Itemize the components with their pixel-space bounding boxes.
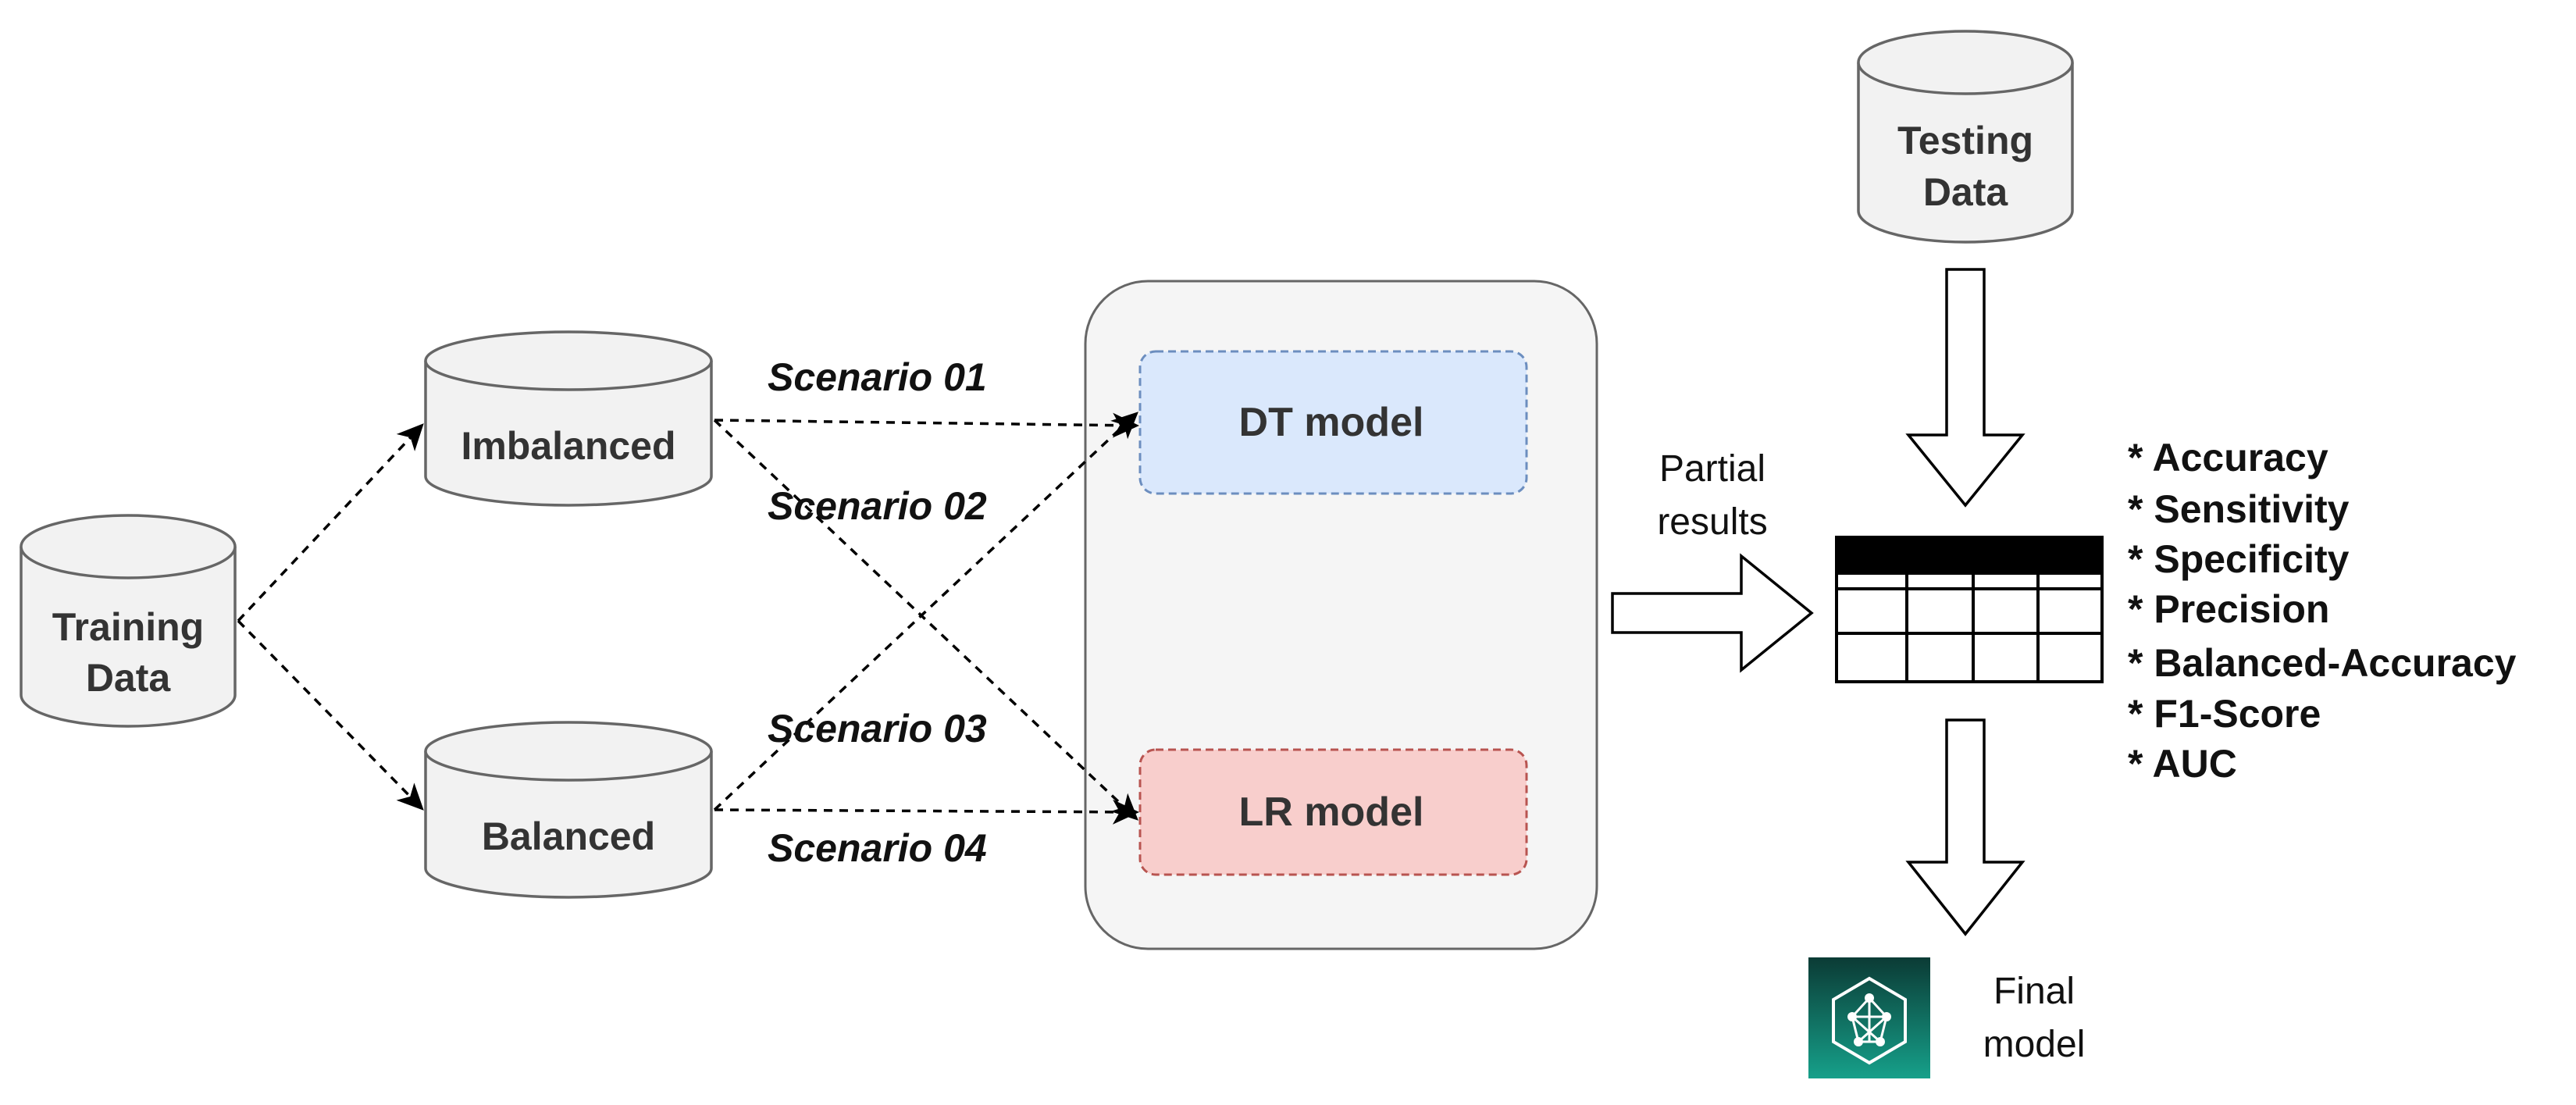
testing-data-label-line1: Testing [1897, 119, 2033, 162]
balanced-cylinder: Balanced [424, 721, 713, 899]
neural-network-hexagon-icon [1808, 957, 1930, 1078]
partial-results-line1: Partial [1659, 448, 1765, 490]
metric-item: * AUC [2128, 742, 2237, 786]
final-model-line1: Final [1993, 971, 2075, 1012]
testing-data-cylinder: Testing Data [1857, 30, 2074, 244]
testing-data-label-line2: Data [1923, 170, 2009, 214]
arrow-scenario-03 [713, 412, 1138, 811]
lr-model-label: LR model [1239, 790, 1424, 835]
arrow-scenario-04 [714, 799, 1139, 825]
scenario-04-label: Scenario 04 [768, 826, 987, 870]
metric-item: * Specificity [2128, 537, 2350, 581]
arrow-scenario-02 [713, 419, 1138, 821]
training-data-label-line1: Training [52, 605, 204, 649]
partial-results-line2: results [1657, 501, 1767, 543]
arrow-training-to-imbalanced [237, 423, 424, 622]
partial-results-arrow [1611, 553, 1814, 673]
final-model-line2: model [1983, 1024, 2086, 1065]
training-data-label-line2: Data [86, 656, 172, 700]
arrow-scenario-01 [714, 412, 1139, 438]
testing-down-arrow [1905, 268, 2026, 508]
results-table-icon [1835, 536, 2104, 683]
metric-item: * Balanced-Accuracy [2128, 641, 2517, 685]
metric-item: * Precision [2128, 587, 2329, 631]
training-data-cylinder: Training Data [20, 514, 237, 728]
metric-item: * F1-Score [2128, 692, 2321, 736]
scenario-01-label: Scenario 01 [768, 355, 987, 399]
final-down-arrow [1905, 718, 2026, 936]
dt-model-label: DT model [1239, 400, 1424, 445]
scenario-02-label: Scenario 02 [768, 484, 987, 528]
lr-model-box[interactable]: LR model [1138, 748, 1528, 876]
dt-model-box[interactable]: DT model [1138, 350, 1528, 495]
arrow-training-to-balanced [237, 619, 424, 811]
scenario-03-label: Scenario 03 [768, 707, 987, 750]
metric-item: * Accuracy [2128, 436, 2328, 479]
balanced-label: Balanced [482, 814, 655, 858]
metric-item: * Sensitivity [2128, 487, 2350, 531]
imbalanced-label: Imbalanced [461, 424, 675, 468]
imbalanced-cylinder: Imbalanced [424, 330, 713, 507]
